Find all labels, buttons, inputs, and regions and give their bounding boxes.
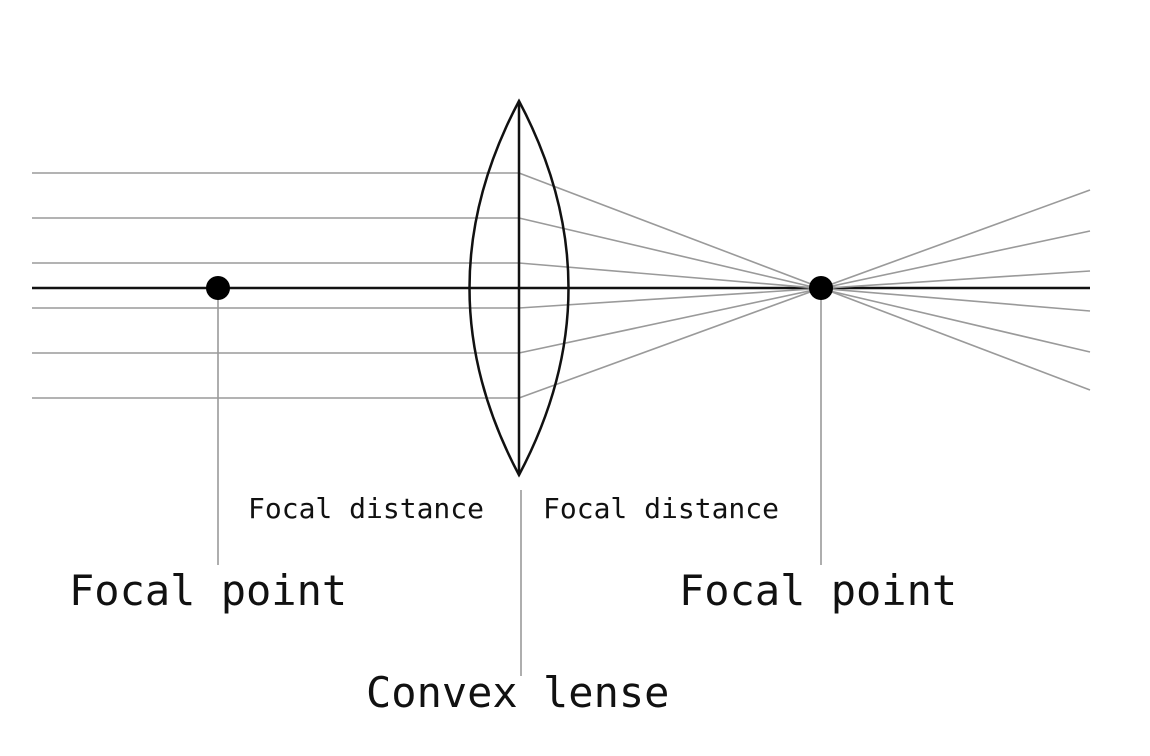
refracted-ray	[518, 217, 1091, 353]
incoming-rays	[32, 172, 519, 399]
focal-point-right-label: Focal point	[679, 566, 958, 615]
focal-distance-left-label: Focal distance	[248, 492, 485, 525]
focal-distance-right-label: Focal distance	[543, 492, 780, 525]
refracted-rays	[518, 172, 1091, 399]
lens-label: Convex lense	[366, 668, 670, 717]
refracted-ray	[518, 262, 1091, 312]
right-focal-point-dot	[809, 276, 833, 300]
refracted-ray	[518, 230, 1091, 354]
left-focal-point-dot	[206, 276, 230, 300]
focal-point-left-label: Focal point	[69, 566, 348, 615]
refracted-ray	[518, 172, 1091, 391]
refracted-ray	[518, 270, 1091, 309]
refracted-ray	[518, 189, 1091, 399]
